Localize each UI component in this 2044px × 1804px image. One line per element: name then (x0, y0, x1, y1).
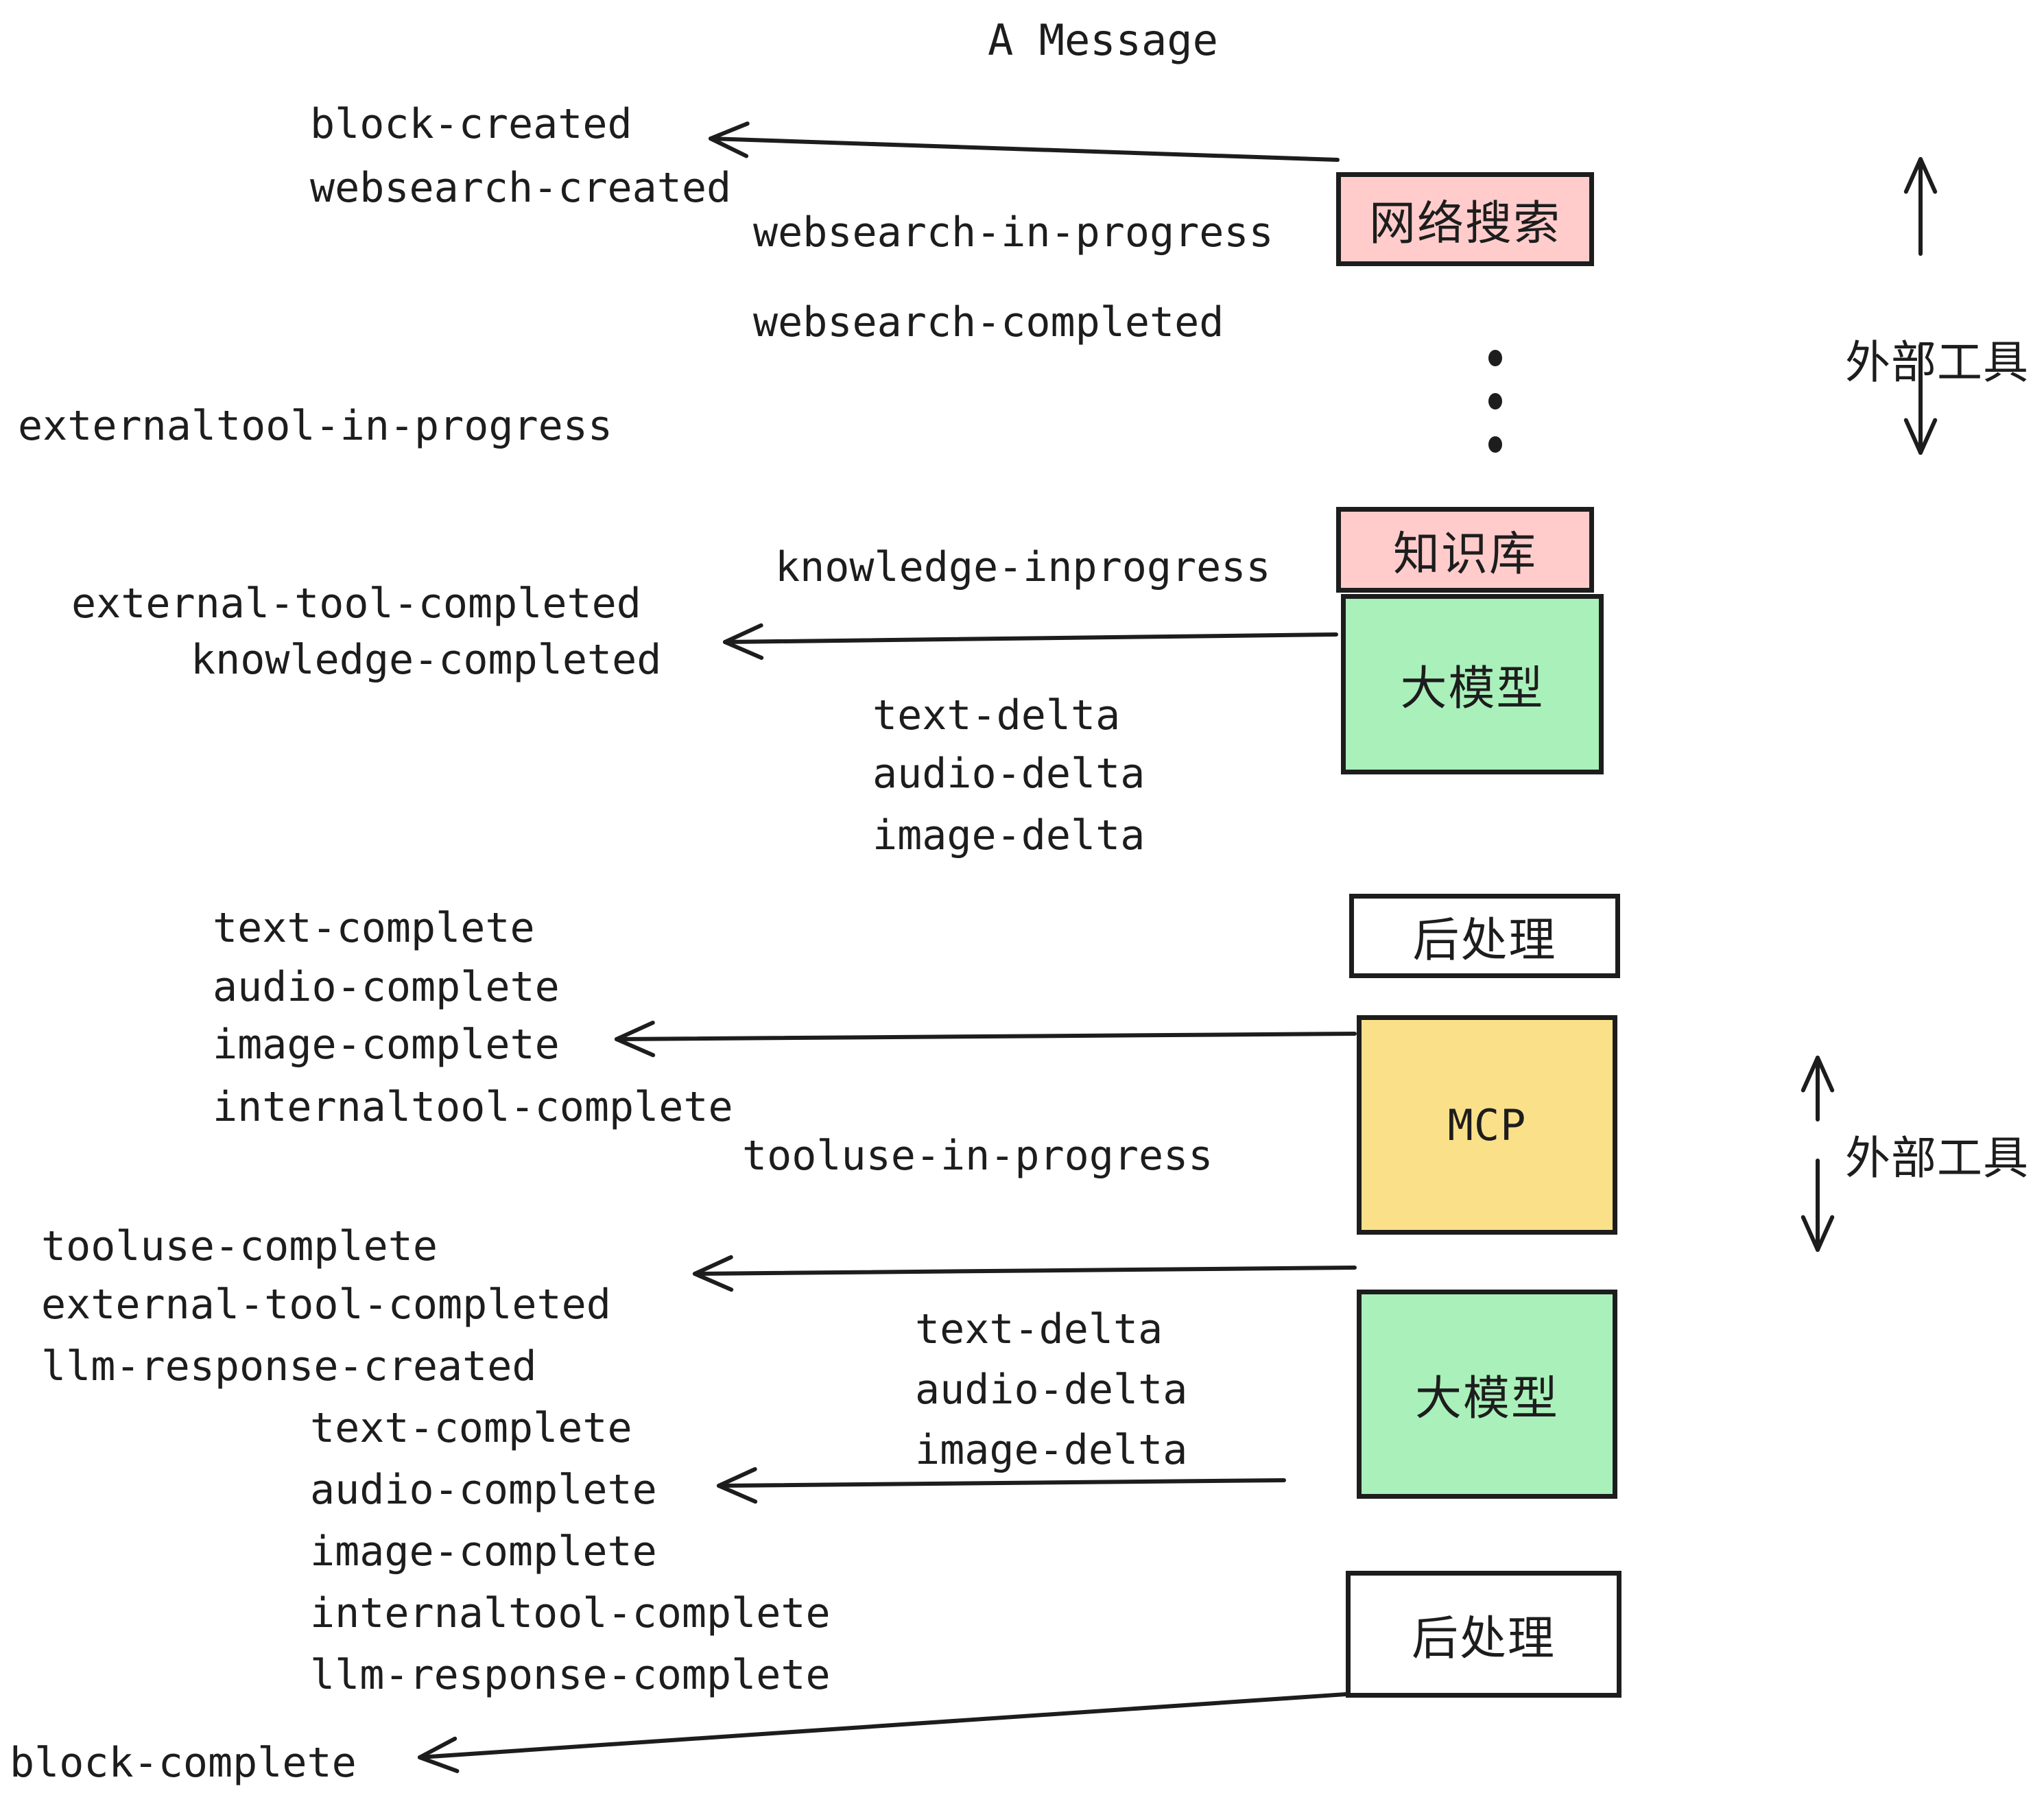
side-label-external-tool-bottom: 外部工具 (1845, 1132, 2029, 1185)
event-label-image-delta-1: image-delta (872, 811, 1145, 859)
node-postprocess-top: 后处理 (1349, 894, 1620, 978)
node-postprocess-bottom: 后处理 (1346, 1571, 1621, 1698)
arrow-external-tool-arrow-bottom-down (1801, 1159, 1835, 1252)
node-llm-top: 大模型 (1341, 594, 1604, 774)
event-label-audio-complete-1: audio-complete (213, 963, 560, 1011)
node-websearch: 网络搜索 (1336, 172, 1594, 266)
node-knowledge: 知识库 (1336, 507, 1594, 593)
event-label-knowledge-inprogress: knowledge-inprogress (775, 543, 1271, 591)
event-label-external-tool-completed-2: external-tool-completed (41, 1281, 611, 1329)
event-label-audio-delta-1: audio-delta (872, 750, 1145, 798)
vertical-ellipsis-icon (1487, 350, 1504, 453)
event-label-knowledge-completed: knowledge-completed (191, 636, 662, 684)
event-label-text-delta-2: text-delta (915, 1305, 1163, 1353)
arrow-external-tool-arrow-bottom-up (1801, 1056, 1835, 1121)
node-llm-bottom: 大模型 (1357, 1290, 1617, 1499)
arrow-arrow-tooluse-complete (693, 1255, 1357, 1292)
event-label-text-delta-1: text-delta (872, 691, 1121, 739)
event-label-image-delta-2: image-delta (915, 1426, 1188, 1474)
event-label-llm-response-created: llm-response-created (41, 1342, 537, 1390)
event-label-image-complete-1: image-complete (213, 1021, 560, 1069)
arrow-external-tool-arrow-top-up (1903, 157, 1938, 256)
arrow-arrow-knowledge-completed (723, 623, 1338, 660)
event-label-internaltool-complete-1: internaltool-complete (213, 1083, 733, 1131)
event-label-websearch-in-progress: websearch-in-progress (753, 209, 1274, 257)
page-title: A Message (988, 15, 1218, 65)
event-label-externaltool-in-progress: externaltool-in-progress (18, 402, 613, 450)
event-label-image-complete-2: image-complete (310, 1528, 657, 1576)
arrow-external-tool-arrow-top-down (1903, 344, 1938, 455)
node-mcp: MCP (1357, 1015, 1617, 1235)
event-label-tooluse-in-progress: tooluse-in-progress (742, 1132, 1213, 1180)
arrow-arrow-audio-complete (717, 1467, 1286, 1504)
event-label-external-tool-completed-1: external-tool-completed (71, 580, 641, 628)
event-label-llm-response-complete: llm-response-complete (310, 1651, 831, 1699)
event-label-tooluse-complete: tooluse-complete (41, 1222, 438, 1270)
event-label-websearch-completed: websearch-completed (753, 298, 1224, 346)
event-label-websearch-created: websearch-created (310, 164, 732, 212)
event-label-text-complete-2: text-complete (310, 1404, 632, 1452)
event-label-internaltool-complete-2: internaltool-complete (310, 1589, 831, 1637)
event-label-block-complete: block-complete (10, 1739, 357, 1787)
event-label-audio-delta-2: audio-delta (915, 1366, 1188, 1414)
event-label-block-created: block-created (310, 100, 632, 148)
arrow-arrow-block-created (709, 121, 1340, 162)
arrow-arrow-image-complete (615, 1020, 1357, 1058)
event-label-text-complete-1: text-complete (213, 904, 535, 952)
arrow-arrow-block-complete (418, 1692, 1348, 1773)
side-label-external-tool-top: 外部工具 (1845, 336, 2029, 389)
event-label-audio-complete-2: audio-complete (310, 1466, 657, 1514)
